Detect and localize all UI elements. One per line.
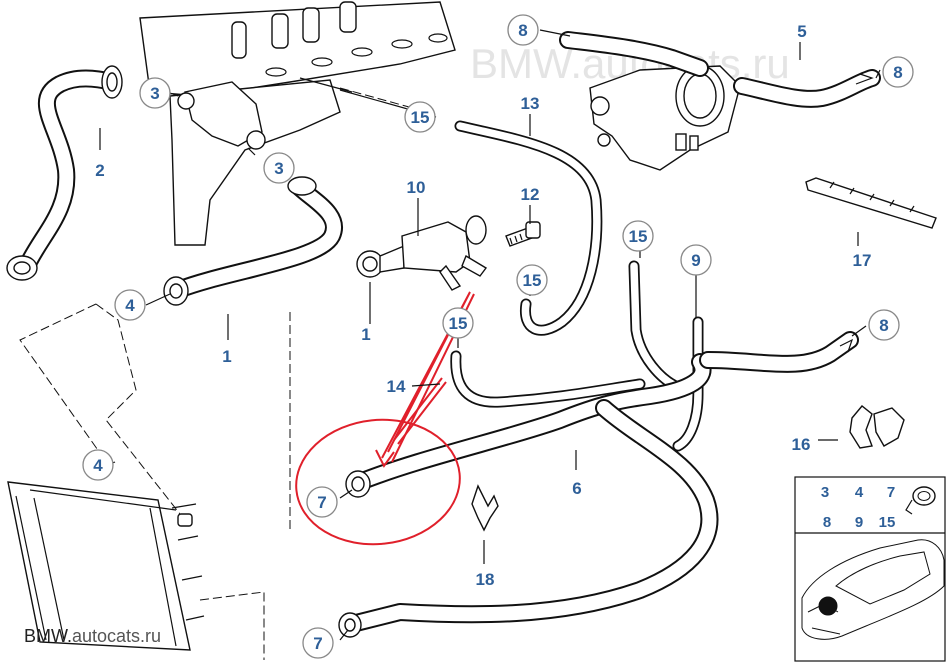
label-11: 1: [361, 325, 370, 344]
clamp-icon: [905, 486, 936, 515]
label-10: 10: [407, 178, 426, 197]
label-13: 13: [521, 94, 540, 113]
callout-9: 9: [680, 244, 712, 276]
callout-7a: 7: [306, 486, 338, 518]
hose-1: [163, 176, 343, 306]
callout-3b: 3: [263, 152, 295, 184]
legend-3: 3: [821, 484, 829, 501]
callout-8b: 8: [882, 56, 914, 88]
svg-text:15: 15: [523, 271, 542, 290]
svg-text:15: 15: [411, 108, 430, 127]
label-2: 2: [95, 161, 104, 180]
callout-3a: 3: [139, 77, 171, 109]
strap-17: [805, 177, 937, 229]
callout-15c: 15: [516, 264, 548, 296]
hose-13: [454, 120, 603, 336]
callout-7b: 7: [302, 627, 334, 659]
watermark-bottom: BMW.autocats.ru: [24, 626, 161, 646]
label-6: 6: [572, 479, 581, 498]
label-17: 17: [853, 251, 872, 270]
legend-15: 15: [879, 514, 896, 531]
clip-18: [471, 484, 499, 532]
callout-4b: 4: [82, 449, 114, 481]
label-18: 18: [476, 570, 495, 589]
label-16: 16: [792, 435, 811, 454]
hose-5: [559, 31, 881, 108]
svg-text:3: 3: [274, 159, 283, 178]
callout-8c: 8: [868, 309, 900, 341]
svg-text:7: 7: [313, 634, 322, 653]
hose-6: [338, 331, 859, 638]
car-icon: [801, 539, 945, 640]
legend-7: 7: [887, 484, 895, 501]
svg-text:9: 9: [691, 251, 700, 270]
throttle-body: [589, 65, 741, 171]
label-12: 12: [521, 185, 540, 204]
radiator: [7, 481, 205, 651]
label-1: 1: [222, 347, 231, 366]
svg-text:4: 4: [125, 296, 135, 315]
clamp-16: [849, 405, 905, 449]
label-5: 5: [797, 22, 806, 41]
legend-4: 4: [855, 484, 864, 501]
label-14: 14: [387, 377, 406, 396]
legend-9: 9: [855, 514, 863, 531]
routing-lines: [19, 303, 291, 660]
callout-15a: 15: [404, 101, 436, 133]
callout-15d: 15: [442, 307, 474, 339]
svg-text:7: 7: [317, 493, 326, 512]
valve-10: [356, 215, 488, 291]
callout-15b: 15: [622, 220, 654, 252]
callout-8a: 8: [507, 14, 539, 46]
legend-box: 3 4 7 8 9 15: [794, 476, 946, 662]
svg-text:8: 8: [893, 63, 902, 82]
callout-4a: 4: [114, 289, 146, 321]
legend-8: 8: [823, 514, 831, 531]
svg-text:8: 8: [879, 316, 888, 335]
svg-text:15: 15: [449, 314, 468, 333]
svg-text:8: 8: [518, 21, 527, 40]
svg-text:15: 15: [629, 227, 648, 246]
svg-text:4: 4: [93, 456, 103, 475]
svg-text:3: 3: [150, 84, 159, 103]
hose-2: [6, 65, 123, 281]
bolt-12: [505, 221, 541, 247]
